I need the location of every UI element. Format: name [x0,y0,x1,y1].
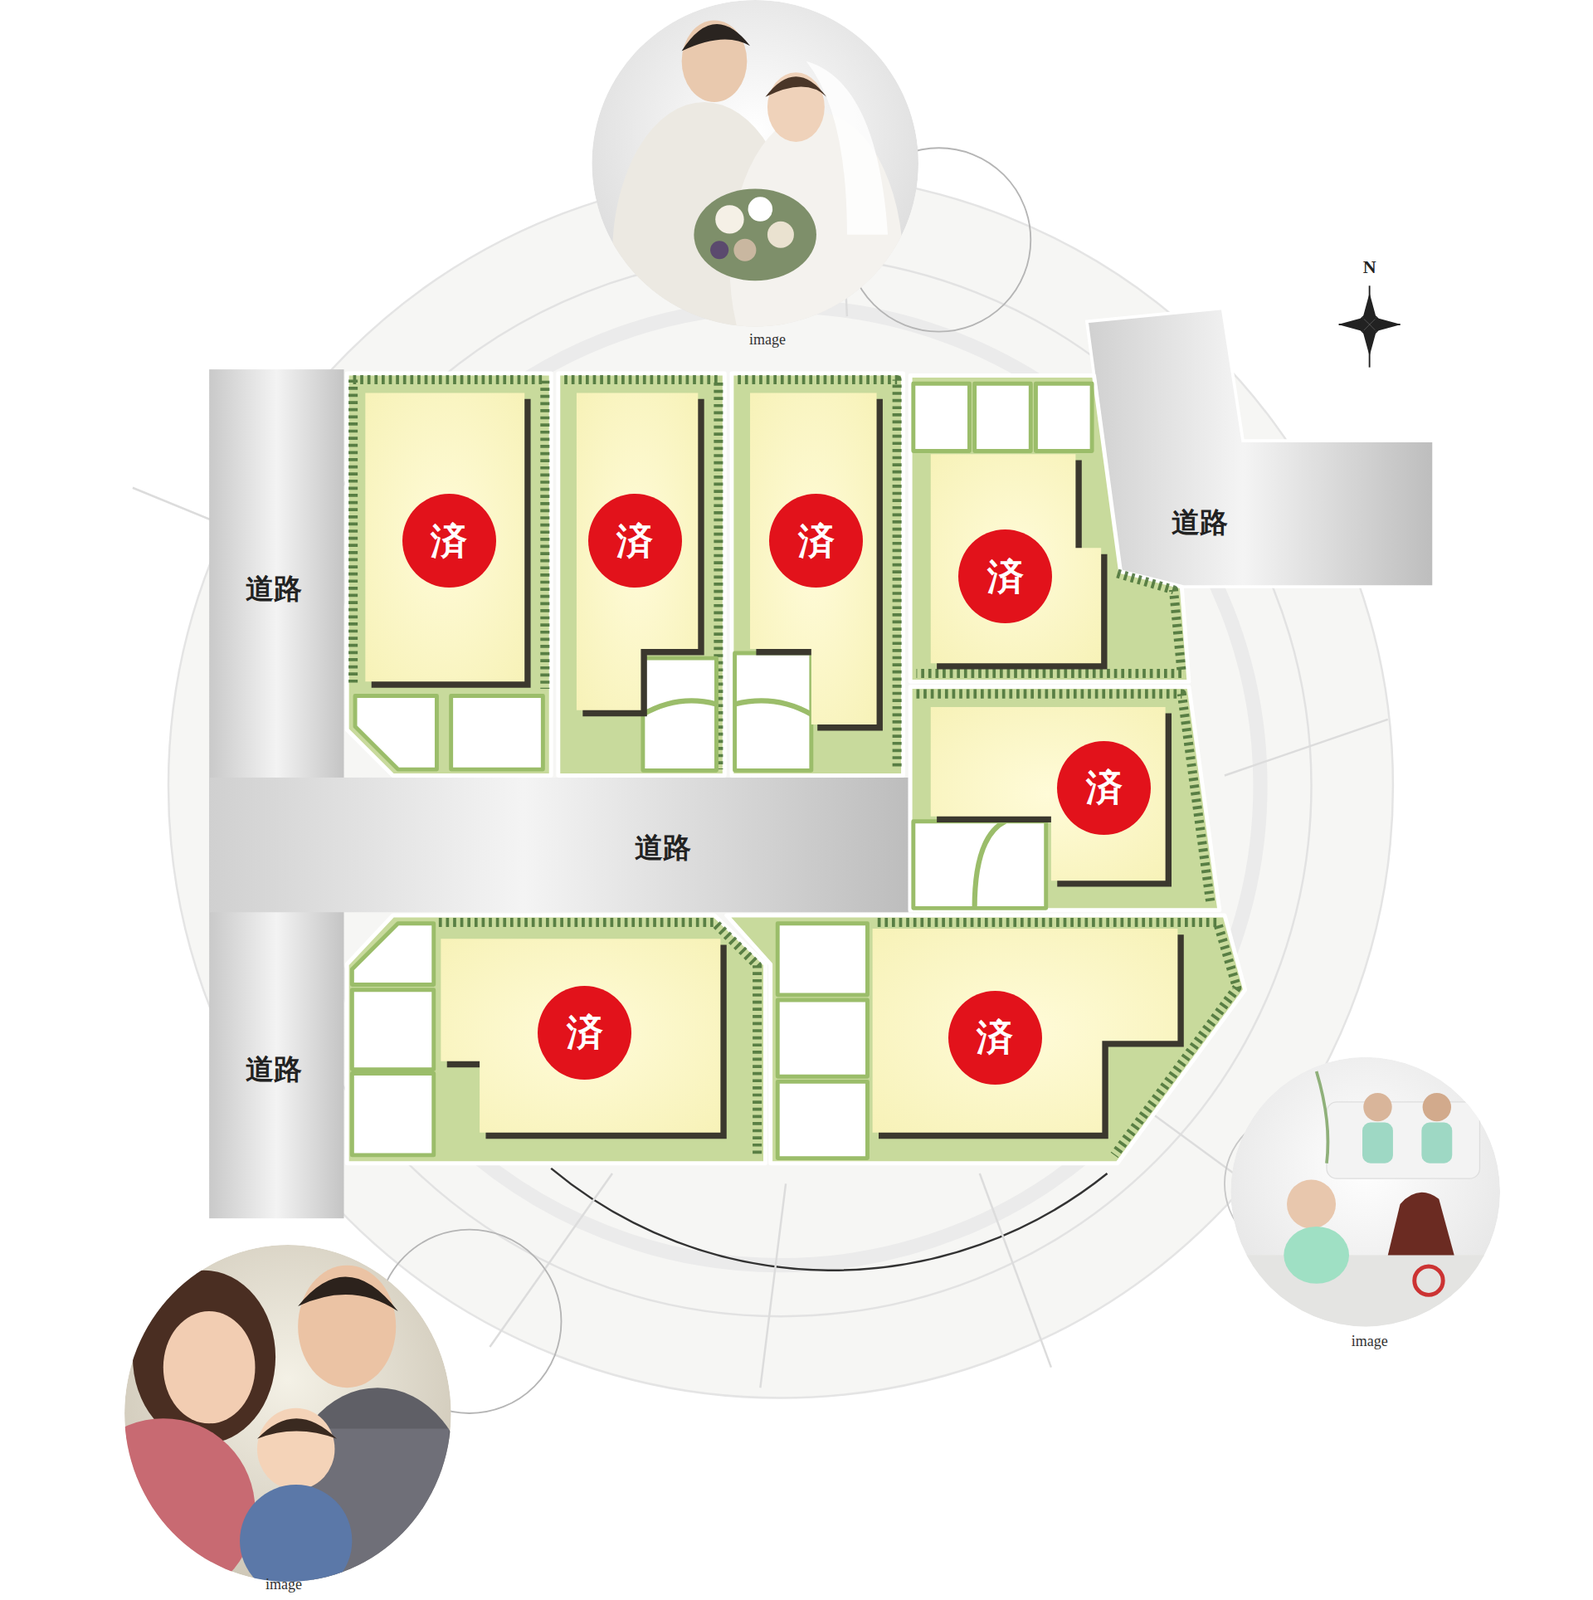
sold-badge: 済 [958,529,1053,624]
node-text: 済 [616,522,653,560]
image-caption: image [749,331,786,349]
road-label: 道路 [237,567,311,609]
compass-rose [1339,285,1401,367]
sold-badge: 済 [402,493,497,588]
sold-badge: 済 [588,493,683,588]
decor-rings [132,102,1394,1413]
roads [209,307,1434,1218]
north-mark: N [1363,257,1377,278]
photo-family [71,1244,470,1600]
node-text: 道路 [245,1053,303,1085]
sold-badge: 済 [537,985,632,1080]
node-text: 道路 [245,573,303,605]
node-text: 済 [798,522,835,560]
photo-family-room [1230,1057,1501,1337]
node-text: 道路 [634,832,692,863]
sold-badge: 済 [1057,740,1151,835]
node-text: 道路 [1171,506,1228,538]
node-text: 済 [566,1013,604,1051]
lots [346,373,1245,1164]
node-text: 済 [430,522,468,560]
sold-badge: 済 [948,990,1043,1085]
node-text: 済 [987,558,1024,595]
road-label: 道路 [626,827,700,869]
road-label: 道路 [1163,501,1237,544]
photo-wedding [591,0,919,419]
node-text: 済 [1086,769,1123,806]
image-caption: image [265,1576,303,1593]
node-text: 済 [976,1018,1014,1056]
sold-badge: 済 [769,493,863,588]
road-label: 道路 [237,1048,311,1091]
image-caption: image [1351,1333,1389,1350]
